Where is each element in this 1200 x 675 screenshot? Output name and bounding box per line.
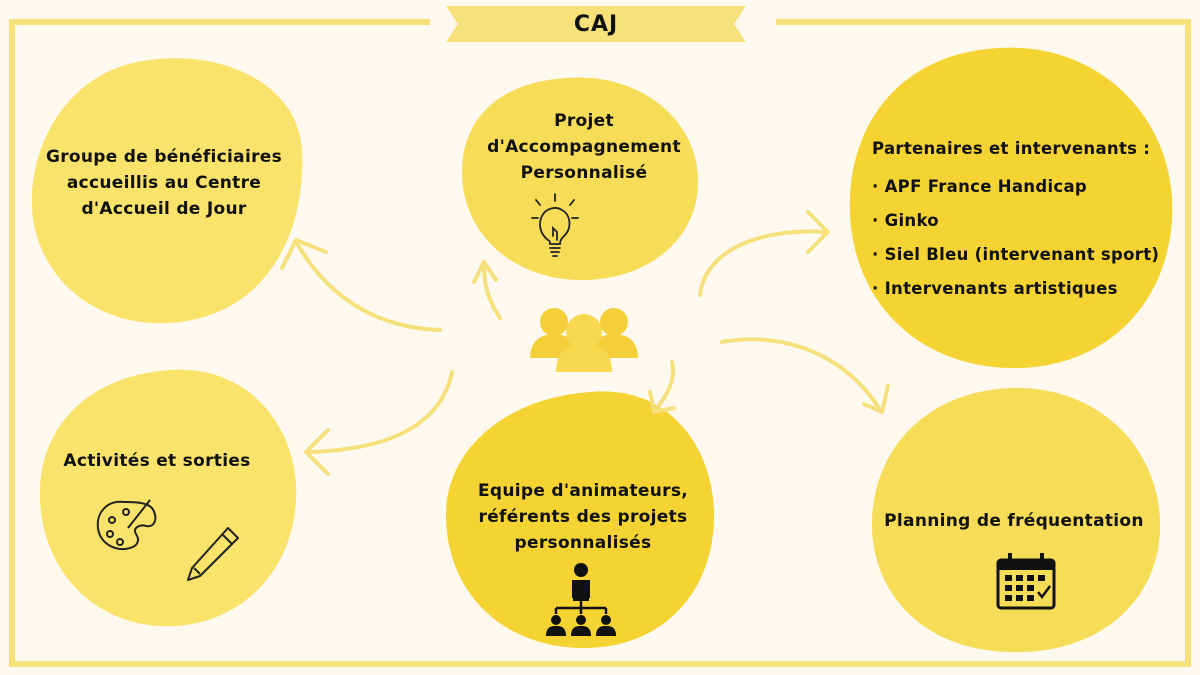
hierarchy-icon [546,563,616,636]
arrow-to-beneficiaires [296,243,442,332]
page-title: CAJ [573,12,619,37]
people-group-icon [530,308,638,372]
arrow-to-equipe-head [648,390,676,414]
blob-beneficiaires [31,58,303,324]
node-partenaires-list: Partenaires et intervenants : · APF Fran… [872,134,1159,306]
arrow-to-projet-head [472,260,498,284]
arrow-to-planning-head [862,384,890,414]
node-beneficiaires-label: Groupe de bénéficiaires accueillis au Ce… [45,147,283,219]
blob-planning [871,387,1161,653]
partenaire-item: · Siel Bleu (intervenant sport) [872,245,1160,264]
palette-icon [96,499,157,550]
node-planning-label: Planning de fréquentation [884,511,1144,531]
blob-equipe [446,391,715,649]
pencil-icon [187,527,239,581]
arrow-to-activites [306,370,454,454]
arrow-to-partenaires [698,229,827,297]
arrow-to-equipe [653,360,675,412]
arrow-to-planning [720,337,882,412]
blob-projet [462,77,699,281]
arrow-to-activites-head [304,428,330,476]
node-equipe-label: Equipe d'animateurs, référents des proje… [477,481,688,553]
calendar-icon [996,553,1056,610]
arrow-to-beneficiaires-head [280,238,328,270]
partenaire-item: · Intervenants artistiques [872,279,1118,298]
node-partenaires-heading: Partenaires et intervenants : [872,139,1151,158]
title-banner-shape [446,6,746,42]
blob-partenaires [849,47,1173,369]
partenaire-item: · Ginko [872,211,939,230]
blob-activites [39,369,297,627]
node-activites-label: Activités et sorties [63,451,251,471]
partenaire-item: · APF France Handicap [872,177,1088,196]
arrow-to-partenaires-head [806,210,830,254]
frame-border [9,19,1191,667]
arrow-to-projet [482,263,502,320]
node-projet-label: Projet d'Accompagnement Personnalisé [487,111,681,183]
lightbulb-icon [531,193,579,257]
